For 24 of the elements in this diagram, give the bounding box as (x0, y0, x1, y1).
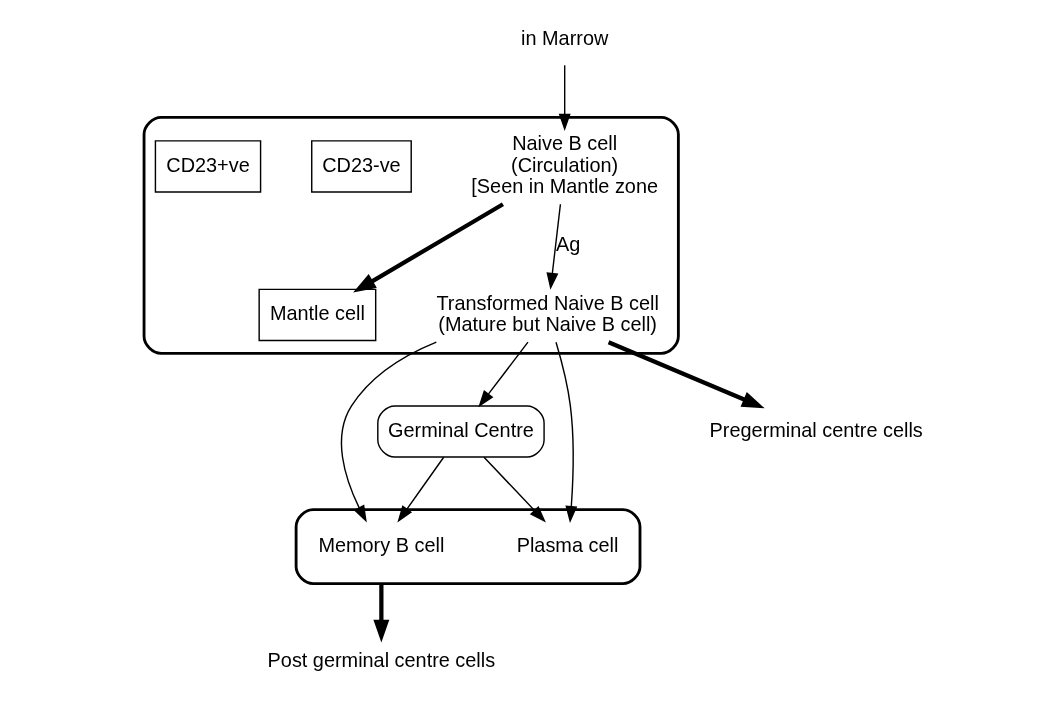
arrow (554, 341, 577, 524)
arrow (372, 583, 389, 643)
arrow (352, 202, 504, 293)
arrow (482, 456, 546, 523)
arrow (545, 203, 561, 290)
edge-label: Ag (555, 233, 580, 256)
arrow (607, 340, 765, 409)
arrow (558, 64, 571, 131)
node-text: in Marrow (520, 26, 608, 49)
node-text: Post germinal centre cells (267, 648, 495, 671)
node-text: Pregerminal centre cells (709, 418, 923, 441)
node-box: Mantle cell (257, 288, 376, 342)
cluster (142, 116, 680, 355)
node-text: Memory B cell (317, 533, 444, 556)
cluster (294, 508, 641, 585)
node-text: Transformed Naive B cell (Mature but Naive B cell) (435, 291, 659, 335)
node-text: Naive B cell (Circulation) [Seen in Mantle zone (470, 132, 658, 198)
arrow (340, 341, 437, 523)
arrow (477, 341, 529, 408)
node-box: Germinal Centre (376, 405, 545, 458)
node-box: CD23-ve (310, 140, 412, 193)
node-box: CD23+ve (154, 140, 261, 193)
arrow (396, 456, 444, 523)
node-text: Plasma cell (516, 533, 618, 556)
